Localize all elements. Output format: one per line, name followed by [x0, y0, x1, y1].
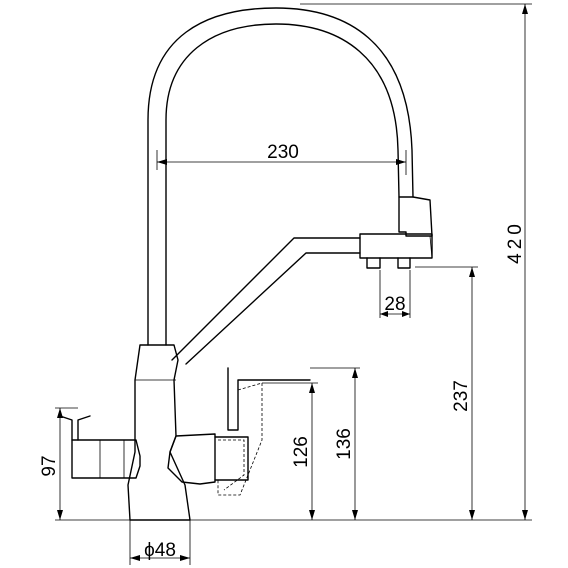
dim-230: 230 — [267, 142, 299, 163]
faucet-body — [127, 344, 191, 521]
dimension-labels: 230 28 420 237 136 126 97 ϕ48 — [39, 142, 526, 561]
filter-water-arm — [171, 237, 361, 365]
dim-126: 126 — [291, 436, 312, 468]
dim-237: 237 — [451, 380, 472, 412]
dim-420: 420 — [505, 220, 526, 264]
right-lever-housing — [167, 433, 216, 485]
dim-diameter-48: ϕ48 — [144, 540, 176, 561]
right-lever-handle — [227, 367, 311, 431]
dimension-lines — [55, 3, 532, 565]
faucet-outline — [59, 7, 433, 521]
dim-136: 136 — [334, 428, 355, 460]
gooseneck-spout — [147, 7, 414, 346]
dim-28: 28 — [384, 294, 405, 315]
arm-outlet-head — [359, 233, 433, 259]
right-lever-rotated-position — [217, 382, 263, 496]
spout-tip — [398, 196, 433, 237]
right-lever-knob — [214, 436, 249, 481]
arm-outlet-nozzles — [366, 257, 411, 269]
left-side-handle — [71, 439, 141, 479]
dim-97: 97 — [39, 455, 60, 476]
